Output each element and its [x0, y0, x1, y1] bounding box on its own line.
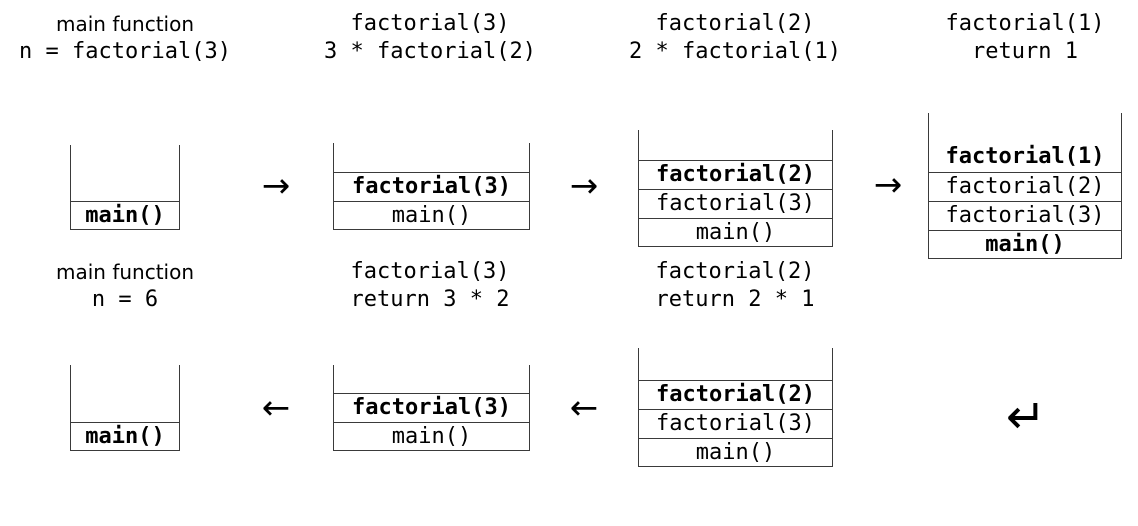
- stack-frame-main: main(): [334, 201, 529, 229]
- stack-frame-factorial-1: factorial(1): [945, 144, 1105, 169]
- label-code-line: n = 6: [91, 287, 159, 312]
- top-label-factorial-1: factorial(1) return 1: [895, 10, 1138, 66]
- bottom-label-main-return: main function n = 6: [0, 258, 255, 314]
- label-caller-name: factorial(1): [945, 11, 1105, 36]
- label-code-line: return 1: [972, 39, 1078, 64]
- arrow-right-icon: →: [873, 165, 903, 205]
- stack-frame-factorial-3: factorial(3): [929, 201, 1121, 230]
- bottom-label-factorial-2: factorial(2) return 2 * 1: [605, 258, 865, 314]
- stack-frame-factorial-3: factorial(3): [334, 172, 529, 201]
- stack-frame-main: main(): [639, 438, 832, 466]
- top-label-factorial-3: factorial(3) 3 * factorial(2): [300, 10, 560, 66]
- stack-empty-space: [71, 365, 179, 422]
- stack-frame-main: main(): [71, 201, 179, 229]
- stack-frame-factorial-2: factorial(2): [929, 172, 1121, 201]
- stack-frame-main: main(): [639, 218, 832, 246]
- stack-frame-factorial-2: factorial(2): [639, 160, 832, 189]
- label-caller-name: factorial(2): [655, 259, 815, 284]
- label-code-line: return 3 * 2: [350, 287, 510, 312]
- stack-empty-space: [334, 365, 529, 393]
- return-stack-step-3: factorial(2) factorial(3) main(): [638, 348, 833, 467]
- label-caller-name: main function: [55, 260, 195, 284]
- return-stack-step-2: factorial(3) main(): [333, 365, 530, 451]
- stack-frame-factorial-2: factorial(2): [639, 380, 832, 409]
- label-caller-name: main function: [55, 12, 195, 36]
- call-stack-step-2: factorial(3) main(): [333, 143, 530, 230]
- label-code-line: n = factorial(3): [19, 39, 231, 64]
- stack-frame-factorial-3: factorial(3): [639, 189, 832, 218]
- label-caller-name: factorial(2): [655, 11, 815, 36]
- label-code-line: 2 * factorial(1): [629, 39, 841, 64]
- call-stack-step-4: factorial(1) factorial(2) factorial(3) m…: [928, 113, 1122, 259]
- arrow-right-icon: →: [261, 166, 291, 206]
- label-code-line: 3 * factorial(2): [324, 39, 536, 64]
- arrow-left-icon: ←: [569, 388, 599, 428]
- call-stack-step-3: factorial(2) factorial(3) main(): [638, 130, 833, 247]
- arrow-right-icon: →: [569, 166, 599, 206]
- stack-empty-space: [929, 113, 1121, 143]
- label-caller-name: factorial(3): [350, 259, 510, 284]
- call-stack-step-1: main(): [70, 145, 180, 230]
- stack-frame-factorial-3: factorial(3): [639, 409, 832, 438]
- stack-frame-factorial-3: factorial(3): [334, 393, 529, 422]
- stack-empty-space: [639, 130, 832, 160]
- bottom-label-factorial-3: factorial(3) return 3 * 2: [300, 258, 560, 314]
- stack-empty-space: [71, 145, 179, 201]
- return-arrow-icon: ↵: [1005, 389, 1047, 445]
- top-label-factorial-2: factorial(2) 2 * factorial(1): [605, 10, 865, 66]
- stack-empty-space: [334, 143, 529, 172]
- label-code-line: return 2 * 1: [655, 287, 815, 312]
- label-caller-name: factorial(3): [350, 11, 510, 36]
- stack-empty-space: [639, 348, 832, 380]
- stack-frame-main: main(): [334, 422, 529, 450]
- arrow-left-icon: ←: [261, 388, 291, 428]
- stack-frame-main: main(): [71, 422, 179, 450]
- stack-frame-main: main(): [929, 230, 1121, 258]
- return-stack-step-1: main(): [70, 365, 180, 451]
- top-label-main-call: main function n = factorial(3): [0, 10, 255, 66]
